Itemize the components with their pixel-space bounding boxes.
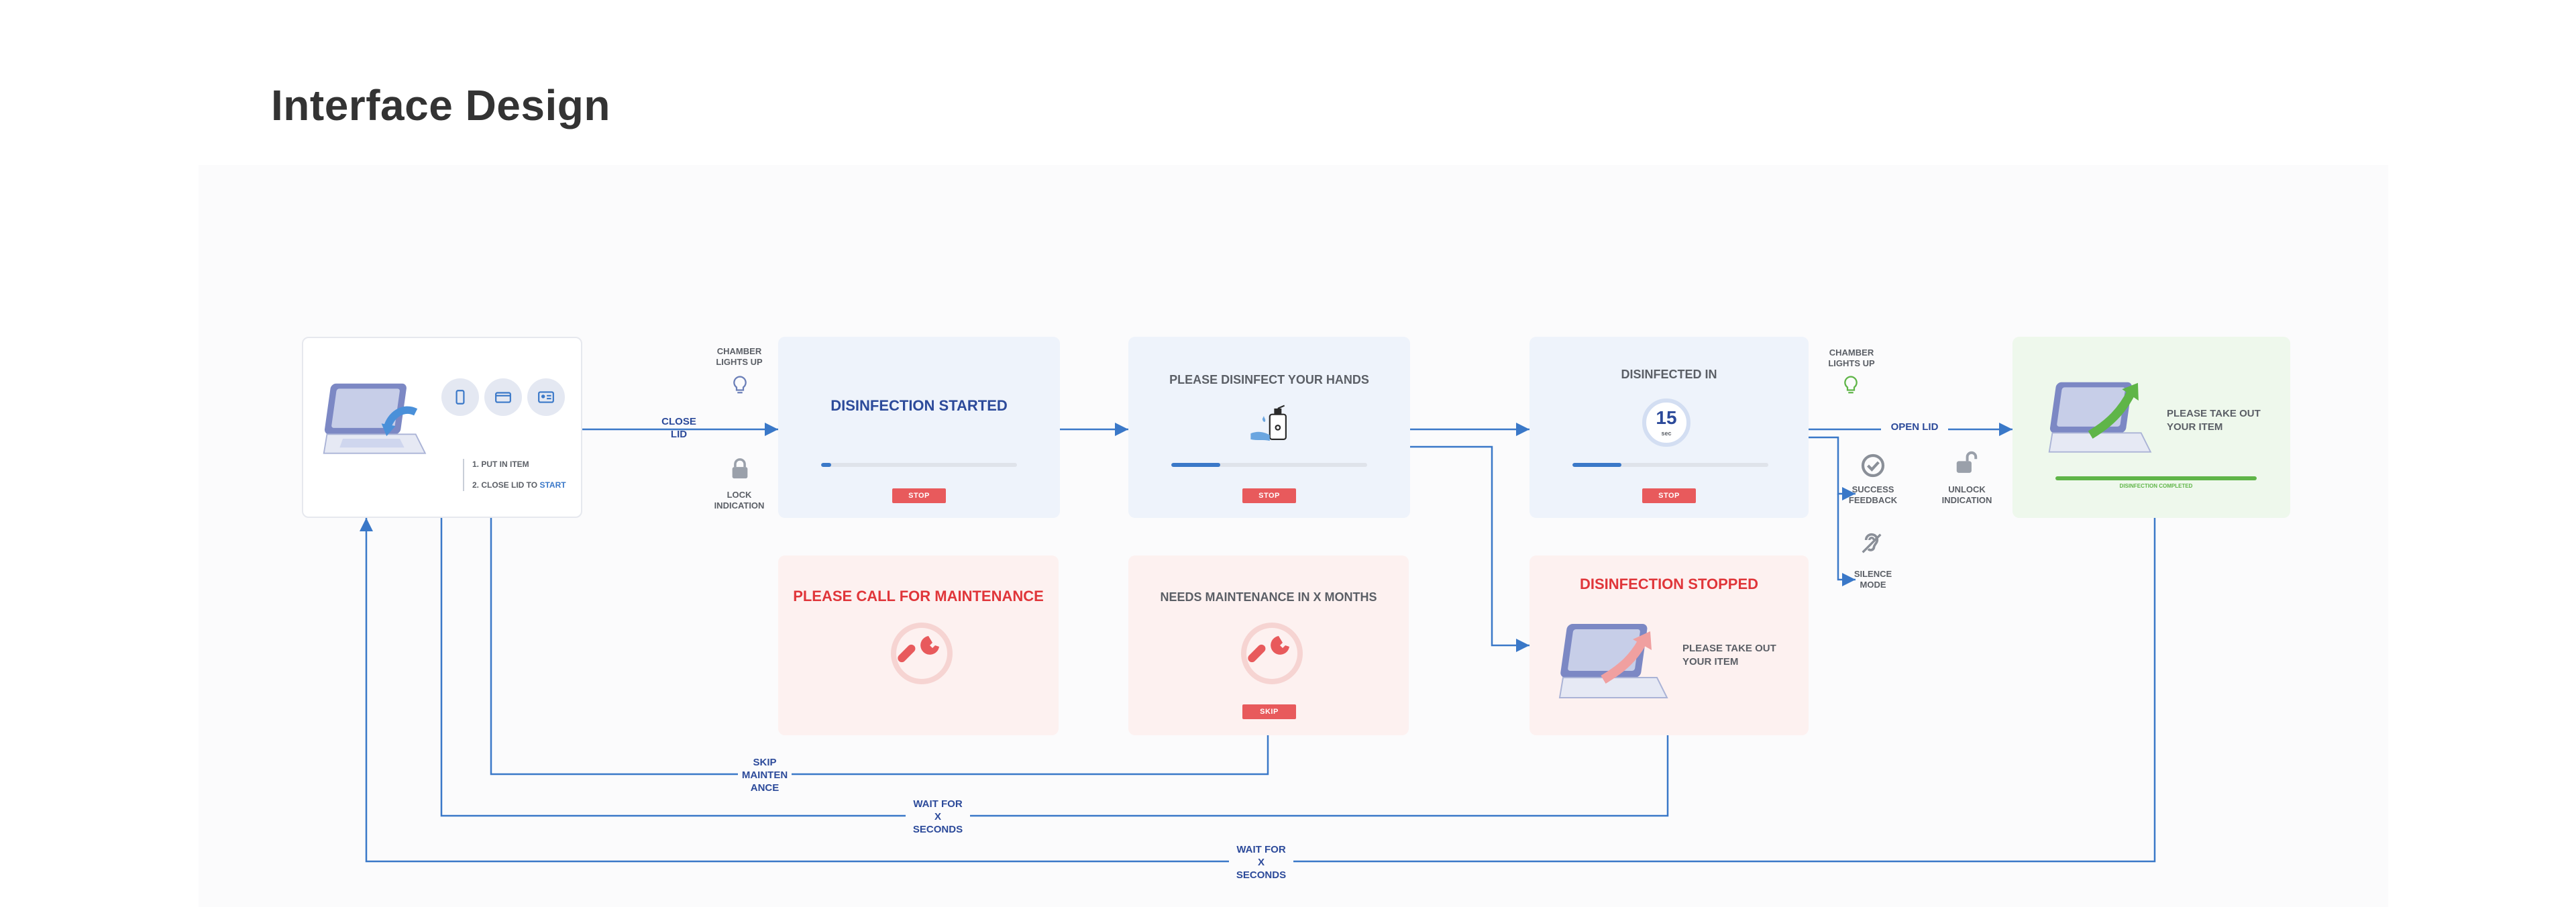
start-steps: 1. PUT IN ITEM 2. CLOSE LID TO START — [463, 459, 566, 491]
step-close-lid-text: 2. CLOSE LID TO — [472, 480, 540, 490]
countdown-title: DISINFECTED IN — [1621, 368, 1717, 381]
label-chamber-lights-1-line2: LIGHTS UP — [716, 357, 763, 368]
screen-countdown: DISINFECTED IN 15 sec STOP — [1529, 337, 1809, 518]
id-card-icon — [527, 378, 565, 416]
label-unlock-indication-line2: INDICATION — [1941, 495, 1992, 506]
countdown-stop-button[interactable]: STOP — [1642, 488, 1696, 503]
label-wait-seconds-1-line2: X — [934, 810, 941, 822]
label-chamber-lights-2-line2: LIGHTS UP — [1828, 358, 1875, 369]
screen-needs-maintenance: NEEDS MAINTENANCE IN X MONTHS SKIP — [1128, 555, 1409, 735]
screen-disinfect-hands: PLEASE DISINFECT YOUR HANDS STOP — [1128, 337, 1410, 518]
wrench-icon — [1241, 623, 1303, 684]
lock-icon — [732, 458, 748, 479]
card-icon — [484, 378, 522, 416]
label-silence-mode: SILENCE MODE — [1841, 569, 1905, 591]
started-title: DISINFECTION STARTED — [830, 397, 1008, 414]
call-maintenance-title: PLEASE CALL FOR MAINTENANCE — [793, 588, 1044, 604]
label-unlock-indication-line1: UNLOCK — [1948, 484, 1986, 494]
started-stop-button[interactable]: STOP — [892, 488, 946, 503]
bulb-icon — [1844, 376, 1858, 394]
label-close-lid: CLOSE LID — [659, 416, 699, 441]
device-illustration-icon — [323, 383, 427, 454]
stopped-message-line1: PLEASE TAKE OUT — [1682, 643, 1776, 654]
screen-disinfection-started: DISINFECTION STARTED STOP — [778, 337, 1060, 518]
label-chamber-lights-2-line1: CHAMBER — [1829, 348, 1874, 358]
phone-icon — [441, 378, 479, 416]
done-message-line2: YOUR ITEM — [2167, 421, 2223, 433]
label-wait-seconds-2-line3: SECONDS — [1236, 869, 1287, 881]
label-wait-seconds-1: WAIT FOR X SECONDS — [906, 798, 970, 837]
wrench-icon — [891, 623, 953, 684]
device-illustration-icon — [1558, 624, 1668, 698]
done-message-line1: PLEASE TAKE OUT — [2167, 408, 2261, 419]
label-wait-seconds-1-line3: SECONDS — [912, 823, 963, 835]
step-put-in-item: 1. PUT IN ITEM — [472, 460, 529, 469]
screen-completed: PLEASE TAKE OUT YOUR ITEM DISINFECTION C… — [2012, 337, 2290, 518]
screen-call-maintenance: PLEASE CALL FOR MAINTENANCE — [778, 555, 1059, 735]
label-wait-seconds-2-line1: WAIT FOR — [1236, 844, 1286, 855]
done-bar-label: DISINFECTION COMPLETED — [2119, 483, 2193, 489]
label-lock-indication: LOCK INDICATION — [704, 490, 774, 512]
label-wait-seconds-2: WAIT FOR X SECONDS — [1229, 844, 1293, 882]
needs-maintenance-skip-button[interactable]: SKIP — [1242, 704, 1296, 719]
countdown-unit: sec — [1661, 430, 1672, 437]
countdown-progress — [1572, 463, 1768, 467]
label-silence-mode-line2: MODE — [1860, 580, 1886, 590]
label-wait-seconds-2-line2: X — [1257, 856, 1265, 868]
step-close-lid: 2. CLOSE LID TO START — [472, 480, 566, 491]
label-open-lid: OPEN LID — [1881, 421, 1948, 434]
hands-stop-button[interactable]: STOP — [1242, 488, 1296, 503]
label-wait-seconds-1-line1: WAIT FOR — [913, 798, 963, 810]
done-progress — [2055, 476, 2257, 480]
countdown-timer: 15 sec — [1642, 398, 1690, 447]
label-unlock-indication: UNLOCK INDICATION — [1932, 484, 2002, 506]
check-circle-icon — [1861, 453, 1885, 478]
label-success-feedback-line1: SUCCESS — [1851, 484, 1894, 494]
label-skip-maintenance: SKIP MAINTEN ANCE — [738, 757, 792, 795]
unlock-icon — [1956, 451, 1978, 473]
stopped-title: DISINFECTION STOPPED — [1579, 576, 1759, 592]
label-lock-indication-line2: INDICATION — [714, 500, 765, 511]
label-close-lid-line1: CLOSE — [661, 416, 696, 427]
stopped-message-line2: YOUR ITEM — [1682, 656, 1739, 668]
label-close-lid-line2: LID — [670, 428, 688, 440]
label-success-feedback: SUCCESS FEEDBACK — [1841, 484, 1905, 506]
diagram-canvas — [199, 165, 2388, 907]
label-chamber-lights-2: CHAMBER LIGHTS UP — [1819, 348, 1884, 370]
label-lock-indication-line1: LOCK — [727, 490, 752, 500]
screen-disinfection-stopped: DISINFECTION STOPPED PLEASE TAKE OUT YOU… — [1529, 555, 1809, 735]
label-open-lid-text: OPEN LID — [1890, 421, 1939, 433]
label-success-feedback-line2: FEEDBACK — [1848, 495, 1898, 506]
hands-title: PLEASE DISINFECT YOUR HANDS — [1169, 373, 1369, 386]
bulb-icon — [733, 376, 747, 394]
needs-maintenance-title: NEEDS MAINTENANCE IN X MONTHS — [1160, 590, 1377, 604]
label-silence-mode-line1: SILENCE — [1854, 569, 1892, 579]
page-title: Interface Design — [271, 81, 610, 129]
device-illustration-icon — [2048, 382, 2152, 453]
hands-progress — [1171, 463, 1367, 467]
step-start-keyword: START — [539, 480, 566, 490]
ear-off-icon — [1862, 533, 1882, 553]
started-progress — [821, 463, 1017, 467]
hand-sanitizer-icon — [1250, 405, 1287, 441]
label-skip-maintenance-line3: ANCE — [750, 782, 780, 794]
label-skip-maintenance-line1: SKIP — [753, 757, 777, 768]
label-chamber-lights-1-line1: CHAMBER — [716, 346, 762, 356]
label-skip-maintenance-line2: MAINTEN — [741, 769, 788, 781]
label-chamber-lights-1: CHAMBER LIGHTS UP — [707, 346, 771, 368]
start-screen: 1. PUT IN ITEM 2. CLOSE LID TO START — [302, 337, 582, 518]
countdown-number: 15 — [1656, 407, 1677, 428]
